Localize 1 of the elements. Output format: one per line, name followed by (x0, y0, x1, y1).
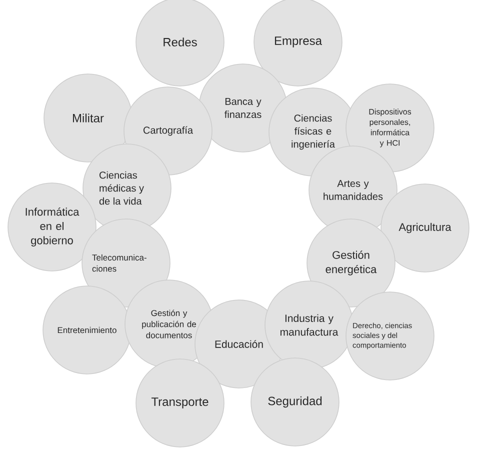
node-label: Agricultura (398, 222, 452, 234)
